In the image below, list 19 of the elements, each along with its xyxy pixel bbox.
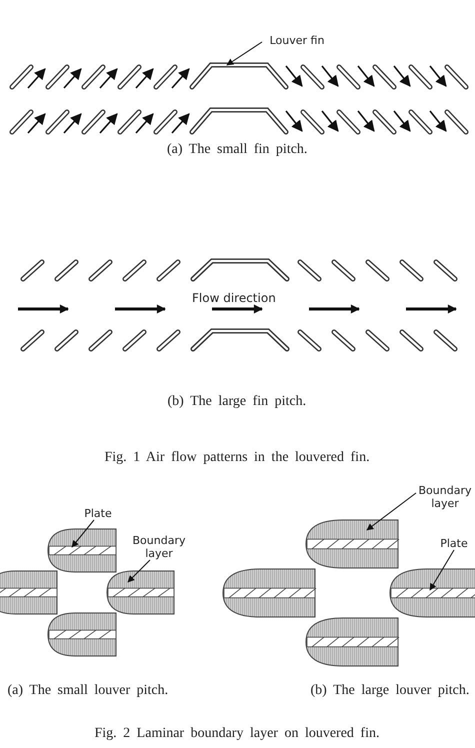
caption-text: Fig. 2 Laminar boundary layer on louvered fin. <box>94 726 380 742</box>
leader-line <box>366 492 416 530</box>
callout-text: Boundary layer <box>126 534 192 560</box>
callout-text: Boundary layer <box>412 484 475 510</box>
caption-text: (a) The small fin pitch. <box>167 142 308 158</box>
callout-text: Plate <box>80 507 116 520</box>
leader-line <box>226 42 262 66</box>
caption-text: (a) The small louver pitch. <box>8 683 168 699</box>
callout-text: Plate <box>436 537 472 550</box>
caption-text: (b) The large louver pitch. <box>310 683 470 699</box>
leader-line <box>128 560 150 582</box>
flow-label: Flow direction <box>192 292 276 305</box>
caption-text: (b) The large fin pitch. <box>168 394 306 410</box>
louver-fin <box>190 62 288 90</box>
leader-line <box>430 550 454 591</box>
plate <box>390 588 475 598</box>
callout-text: Louver fin <box>262 34 332 47</box>
plate <box>48 546 116 556</box>
caption-text: Fig. 1 Air flow patterns in the louvered fin. <box>104 450 370 466</box>
